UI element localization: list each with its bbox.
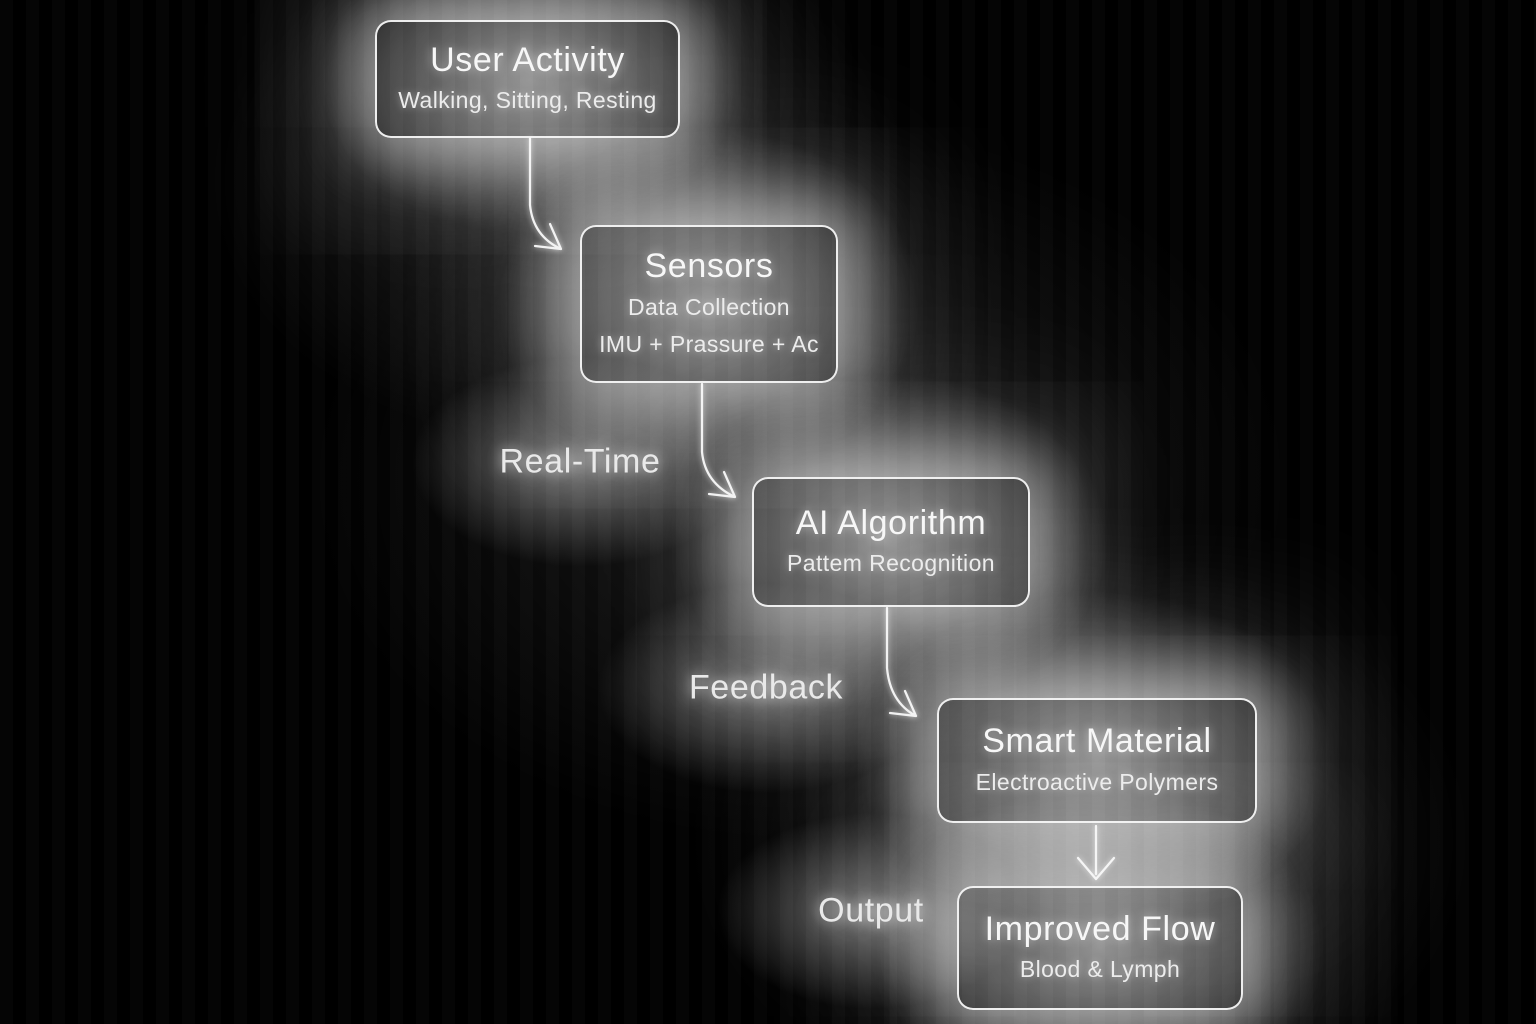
node-user-activity: User Activity Walking, Sitting, Resting (375, 20, 680, 138)
node-title: Improved Flow (984, 909, 1216, 948)
arrow-ai-algorithm-to-smart-material (885, 606, 918, 718)
node-smart-material: Smart Material Electroactive Polymers (937, 698, 1257, 823)
node-subtitle: Data Collection (628, 293, 790, 320)
edge-label-output: Output (818, 891, 924, 930)
node-subtitle: Electroactive Polymers (975, 768, 1219, 795)
node-title: Smart Material (982, 722, 1212, 761)
node-title: User Activity (430, 40, 625, 79)
node-subtitle: Pattem Recognition (787, 550, 995, 577)
edge-label-feedback: Feedback (688, 668, 844, 707)
node-ai-algorithm: AI Algorithm Pattem Recognition (752, 477, 1030, 607)
node-subtitle: Blood & Lymph (1019, 956, 1181, 983)
arrow-user-activity-to-sensors (528, 136, 563, 251)
arrow-smart-material-to-improved-flow (1076, 824, 1116, 881)
node-title: AI Algorithm (795, 503, 987, 542)
node-improved-flow: Improved Flow Blood & Lymph (957, 886, 1243, 1010)
arrow-sensors-to-ai-algorithm (700, 382, 737, 499)
edge-label-real-time: Real-Time (499, 442, 661, 481)
node-sensors: Sensors Data Collection IMU + Prassure +… (580, 225, 838, 383)
node-subtitle: Walking, Sitting, Resting (398, 87, 657, 114)
node-title: Sensors (644, 247, 774, 286)
node-subtitle: IMU + Prassure + Ac (599, 330, 819, 357)
